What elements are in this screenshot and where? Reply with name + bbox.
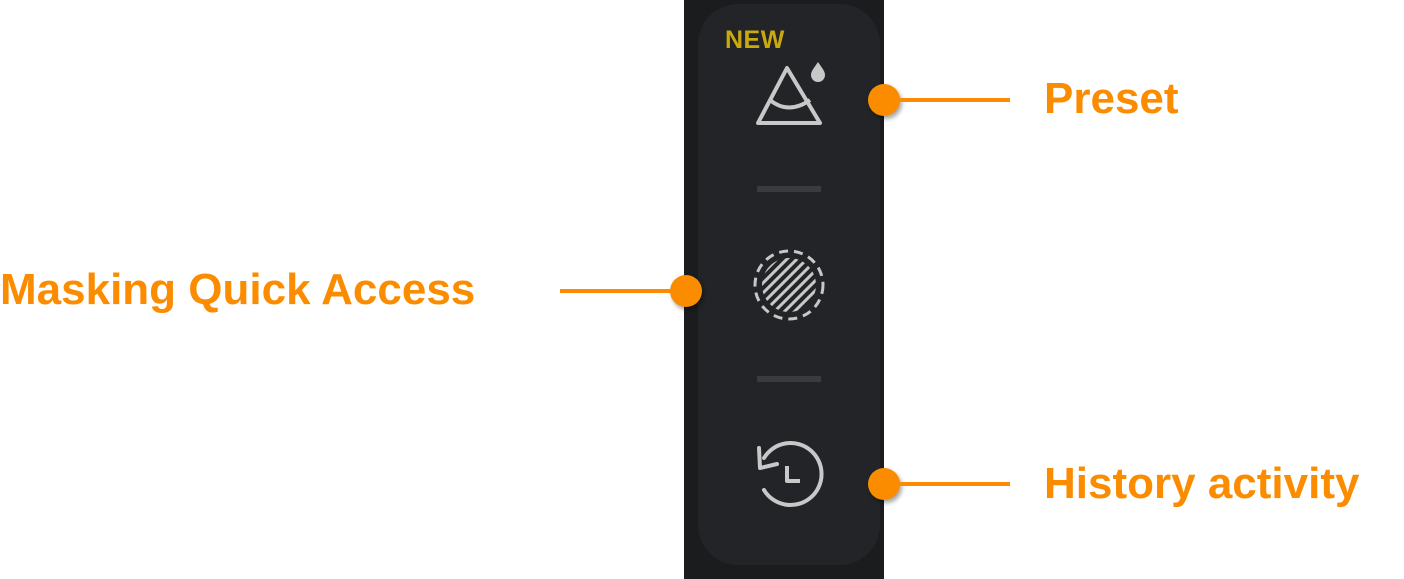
history-label: History activity: [1044, 459, 1360, 508]
masking-icon[interactable]: [750, 246, 828, 324]
masking-callout-dot: [670, 275, 702, 307]
separator: [757, 376, 821, 382]
history-icon[interactable]: [750, 436, 828, 512]
separator: [757, 186, 821, 192]
preset-callout-line: [890, 98, 1010, 102]
new-badge: NEW: [725, 26, 785, 54]
preset-icon[interactable]: [750, 58, 832, 130]
masking-callout-line: [560, 289, 685, 293]
masking-label: Masking Quick Access: [0, 265, 476, 314]
preset-label: Preset: [1044, 74, 1179, 123]
history-callout-line: [890, 482, 1010, 486]
